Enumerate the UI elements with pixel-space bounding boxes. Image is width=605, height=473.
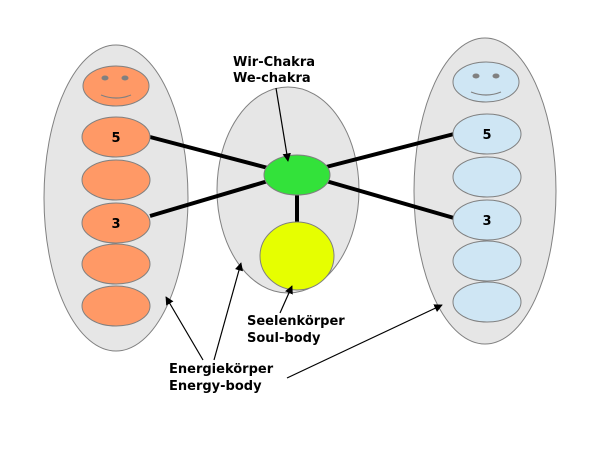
right-chakra-3 xyxy=(452,199,522,241)
energy-body-label-en: Energy-body xyxy=(169,379,262,394)
right-chakra-4 xyxy=(452,156,522,198)
right-face-icon xyxy=(452,61,520,103)
arrow-to-we-chakra xyxy=(275,87,291,162)
connector-left-upper xyxy=(149,135,269,170)
connector-right-upper xyxy=(325,132,455,169)
right-eye-icon xyxy=(472,73,480,79)
right-eye-icon xyxy=(492,73,500,79)
connector-left-lower xyxy=(149,179,269,218)
right-chakra-upper-number: 5 xyxy=(482,128,491,143)
right-chakra-lower-number: 3 xyxy=(482,214,491,229)
left-chakra-4 xyxy=(81,159,151,201)
we-chakra-label-en: We-chakra xyxy=(233,71,311,86)
energy-body-label-de: Energiekörper xyxy=(169,362,274,377)
arrow-to-soul-body xyxy=(279,285,293,314)
soul-body-label-de: Seelenkörper xyxy=(247,314,345,329)
arrow-to-left-energy-body xyxy=(165,296,204,361)
arrow-to-right-energy-body xyxy=(286,304,443,379)
we-chakra xyxy=(263,154,331,196)
right-chakra-2 xyxy=(452,240,522,282)
left-chakra-upper-number: 5 xyxy=(111,131,120,146)
right-chakra-5 xyxy=(452,113,522,155)
we-chakra-label-de: Wir-Chakra xyxy=(233,55,315,70)
left-face-icon xyxy=(82,65,150,107)
soul-body-label-en: Soul-body xyxy=(247,331,321,346)
left-eye-icon xyxy=(121,75,129,81)
left-eye-icon xyxy=(101,75,109,81)
right-smile-icon xyxy=(470,91,502,96)
right-chakra-1 xyxy=(452,281,522,323)
left-chakra-5 xyxy=(81,116,151,158)
left-chakra-2 xyxy=(81,243,151,285)
arrow-to-center-energy-body xyxy=(213,262,244,361)
left-chakra-1 xyxy=(81,285,151,327)
soul-body xyxy=(259,221,335,291)
connector-right-lower xyxy=(325,179,455,220)
left-smile-icon xyxy=(100,94,132,99)
left-chakra-lower-number: 3 xyxy=(111,217,120,232)
left-chakra-3 xyxy=(81,202,151,244)
